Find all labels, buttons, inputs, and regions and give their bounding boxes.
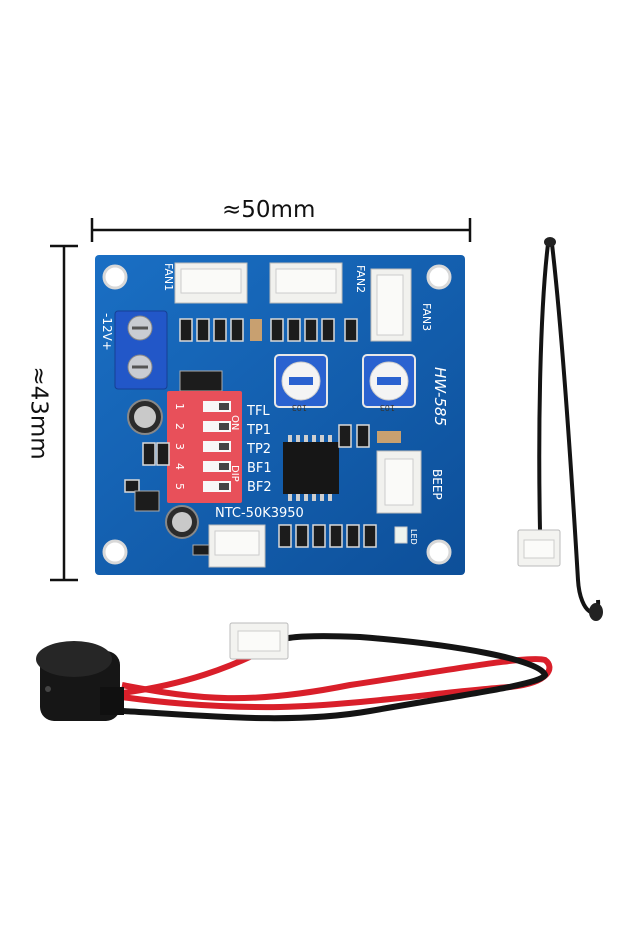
width-dimension-label: ≈50mm: [222, 197, 316, 223]
switch-label-tfl: TFL: [246, 404, 270, 419]
ntc-connector: [208, 524, 266, 568]
sensor-label: NTC-50K3950: [215, 506, 304, 521]
power-label: -12V+: [100, 313, 114, 351]
fan1-label: FAN1: [162, 263, 175, 291]
model-label: HW-585: [431, 367, 449, 426]
fan2-label: FAN2: [354, 265, 367, 293]
ic-chip: [283, 435, 339, 501]
dip-number-3: 3: [173, 443, 186, 450]
dip-number-4: 4: [173, 463, 186, 470]
pot-2-label: 103: [380, 403, 395, 412]
ntc-temperature-probe: [517, 237, 603, 621]
pcb-board: FAN1 FAN2 FAN3 -12V+ HW-585 BEEP NTC-50K…: [95, 255, 465, 575]
switch-label-tp2: TP2: [246, 442, 271, 457]
fan2-connector: [269, 262, 343, 304]
height-dimension-label: ≈43mm: [25, 366, 52, 460]
potentiometer-2: [362, 354, 416, 408]
power-terminal-block: [114, 310, 168, 390]
dip-dip-label: DIP: [229, 465, 240, 482]
transistor: [179, 370, 223, 392]
capacitor-2: [165, 505, 199, 539]
beep-connector: [376, 450, 422, 514]
led-label: LED: [409, 529, 418, 545]
mounting-hole: [426, 264, 452, 290]
potentiometer-1: [274, 354, 328, 408]
dip-number-2: 2: [173, 423, 186, 430]
mounting-hole: [102, 264, 128, 290]
status-led: [394, 526, 408, 544]
mounting-hole: [102, 539, 128, 565]
buzzer: [36, 641, 124, 721]
fan1-connector: [174, 262, 248, 304]
fan3-label: FAN3: [420, 303, 433, 331]
dip-number-1: 1: [173, 403, 186, 410]
dip-on-label: ON: [229, 415, 240, 430]
switch-label-tp1: TP1: [246, 423, 271, 438]
fan3-connector: [370, 268, 412, 342]
dip-number-5: 5: [173, 483, 186, 490]
beep-label: BEEP: [430, 469, 444, 500]
mounting-hole: [426, 539, 452, 565]
buzzer-assembly: [36, 622, 553, 722]
switch-label-bf1: BF1: [247, 461, 272, 476]
dip-switch: [167, 391, 242, 503]
pot-1-label: 103: [292, 403, 307, 412]
switch-label-bf2: BF2: [247, 480, 272, 495]
capacitor-1: [127, 399, 163, 435]
